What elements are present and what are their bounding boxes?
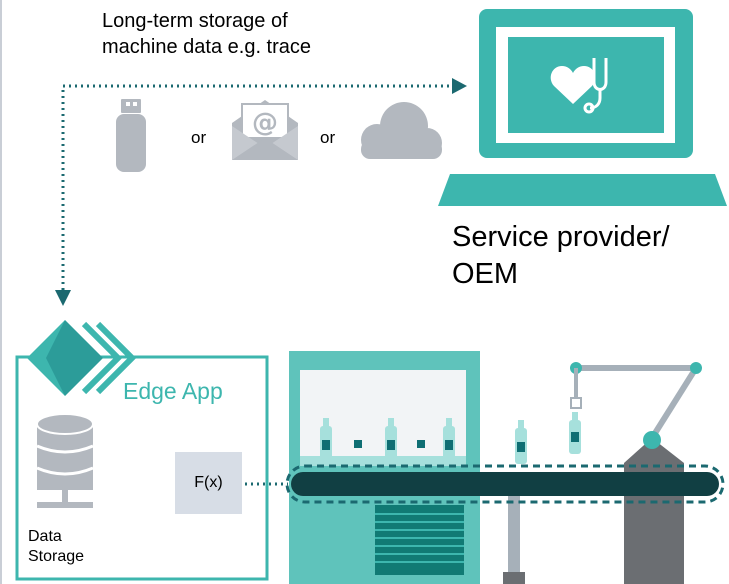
storage-caption-line1: Long-term storage of <box>102 10 288 32</box>
conveyor-belt-icon <box>285 464 725 584</box>
edge-app-label: Edge App <box>123 378 223 404</box>
data-storage-line1: Data <box>28 528 62 545</box>
bottle-icon <box>320 412 581 464</box>
data-flow-arrow <box>55 78 467 306</box>
arrowhead-to-edge <box>55 290 71 306</box>
data-storage-label: Data Storage <box>28 527 108 567</box>
usb-stick-icon <box>116 99 146 172</box>
storage-caption-line2: machine data e.g. trace <box>102 36 312 58</box>
laptop-heart-stethoscope-icon <box>438 9 727 206</box>
data-storage-line2: Storage <box>28 548 85 565</box>
fx-function-box: F(x) <box>175 452 242 514</box>
or-label-1: or <box>191 128 207 147</box>
edge-logo-icon <box>27 320 137 396</box>
or-label-2: or <box>320 128 336 147</box>
fx-label: F(x) <box>194 474 223 491</box>
provider-label-line1: Service provider/ <box>452 221 670 253</box>
storage-caption: Long-term storage of machine data e.g. t… <box>102 8 402 60</box>
service-provider-label: Service provider/ OEM <box>452 219 712 293</box>
arrowhead-to-provider <box>452 78 467 94</box>
database-icon <box>36 413 94 508</box>
provider-label-line2: OEM <box>452 258 519 290</box>
email-envelope-icon: @ <box>232 100 298 160</box>
cloud-icon <box>361 102 442 159</box>
svg-text:@: @ <box>252 108 278 138</box>
